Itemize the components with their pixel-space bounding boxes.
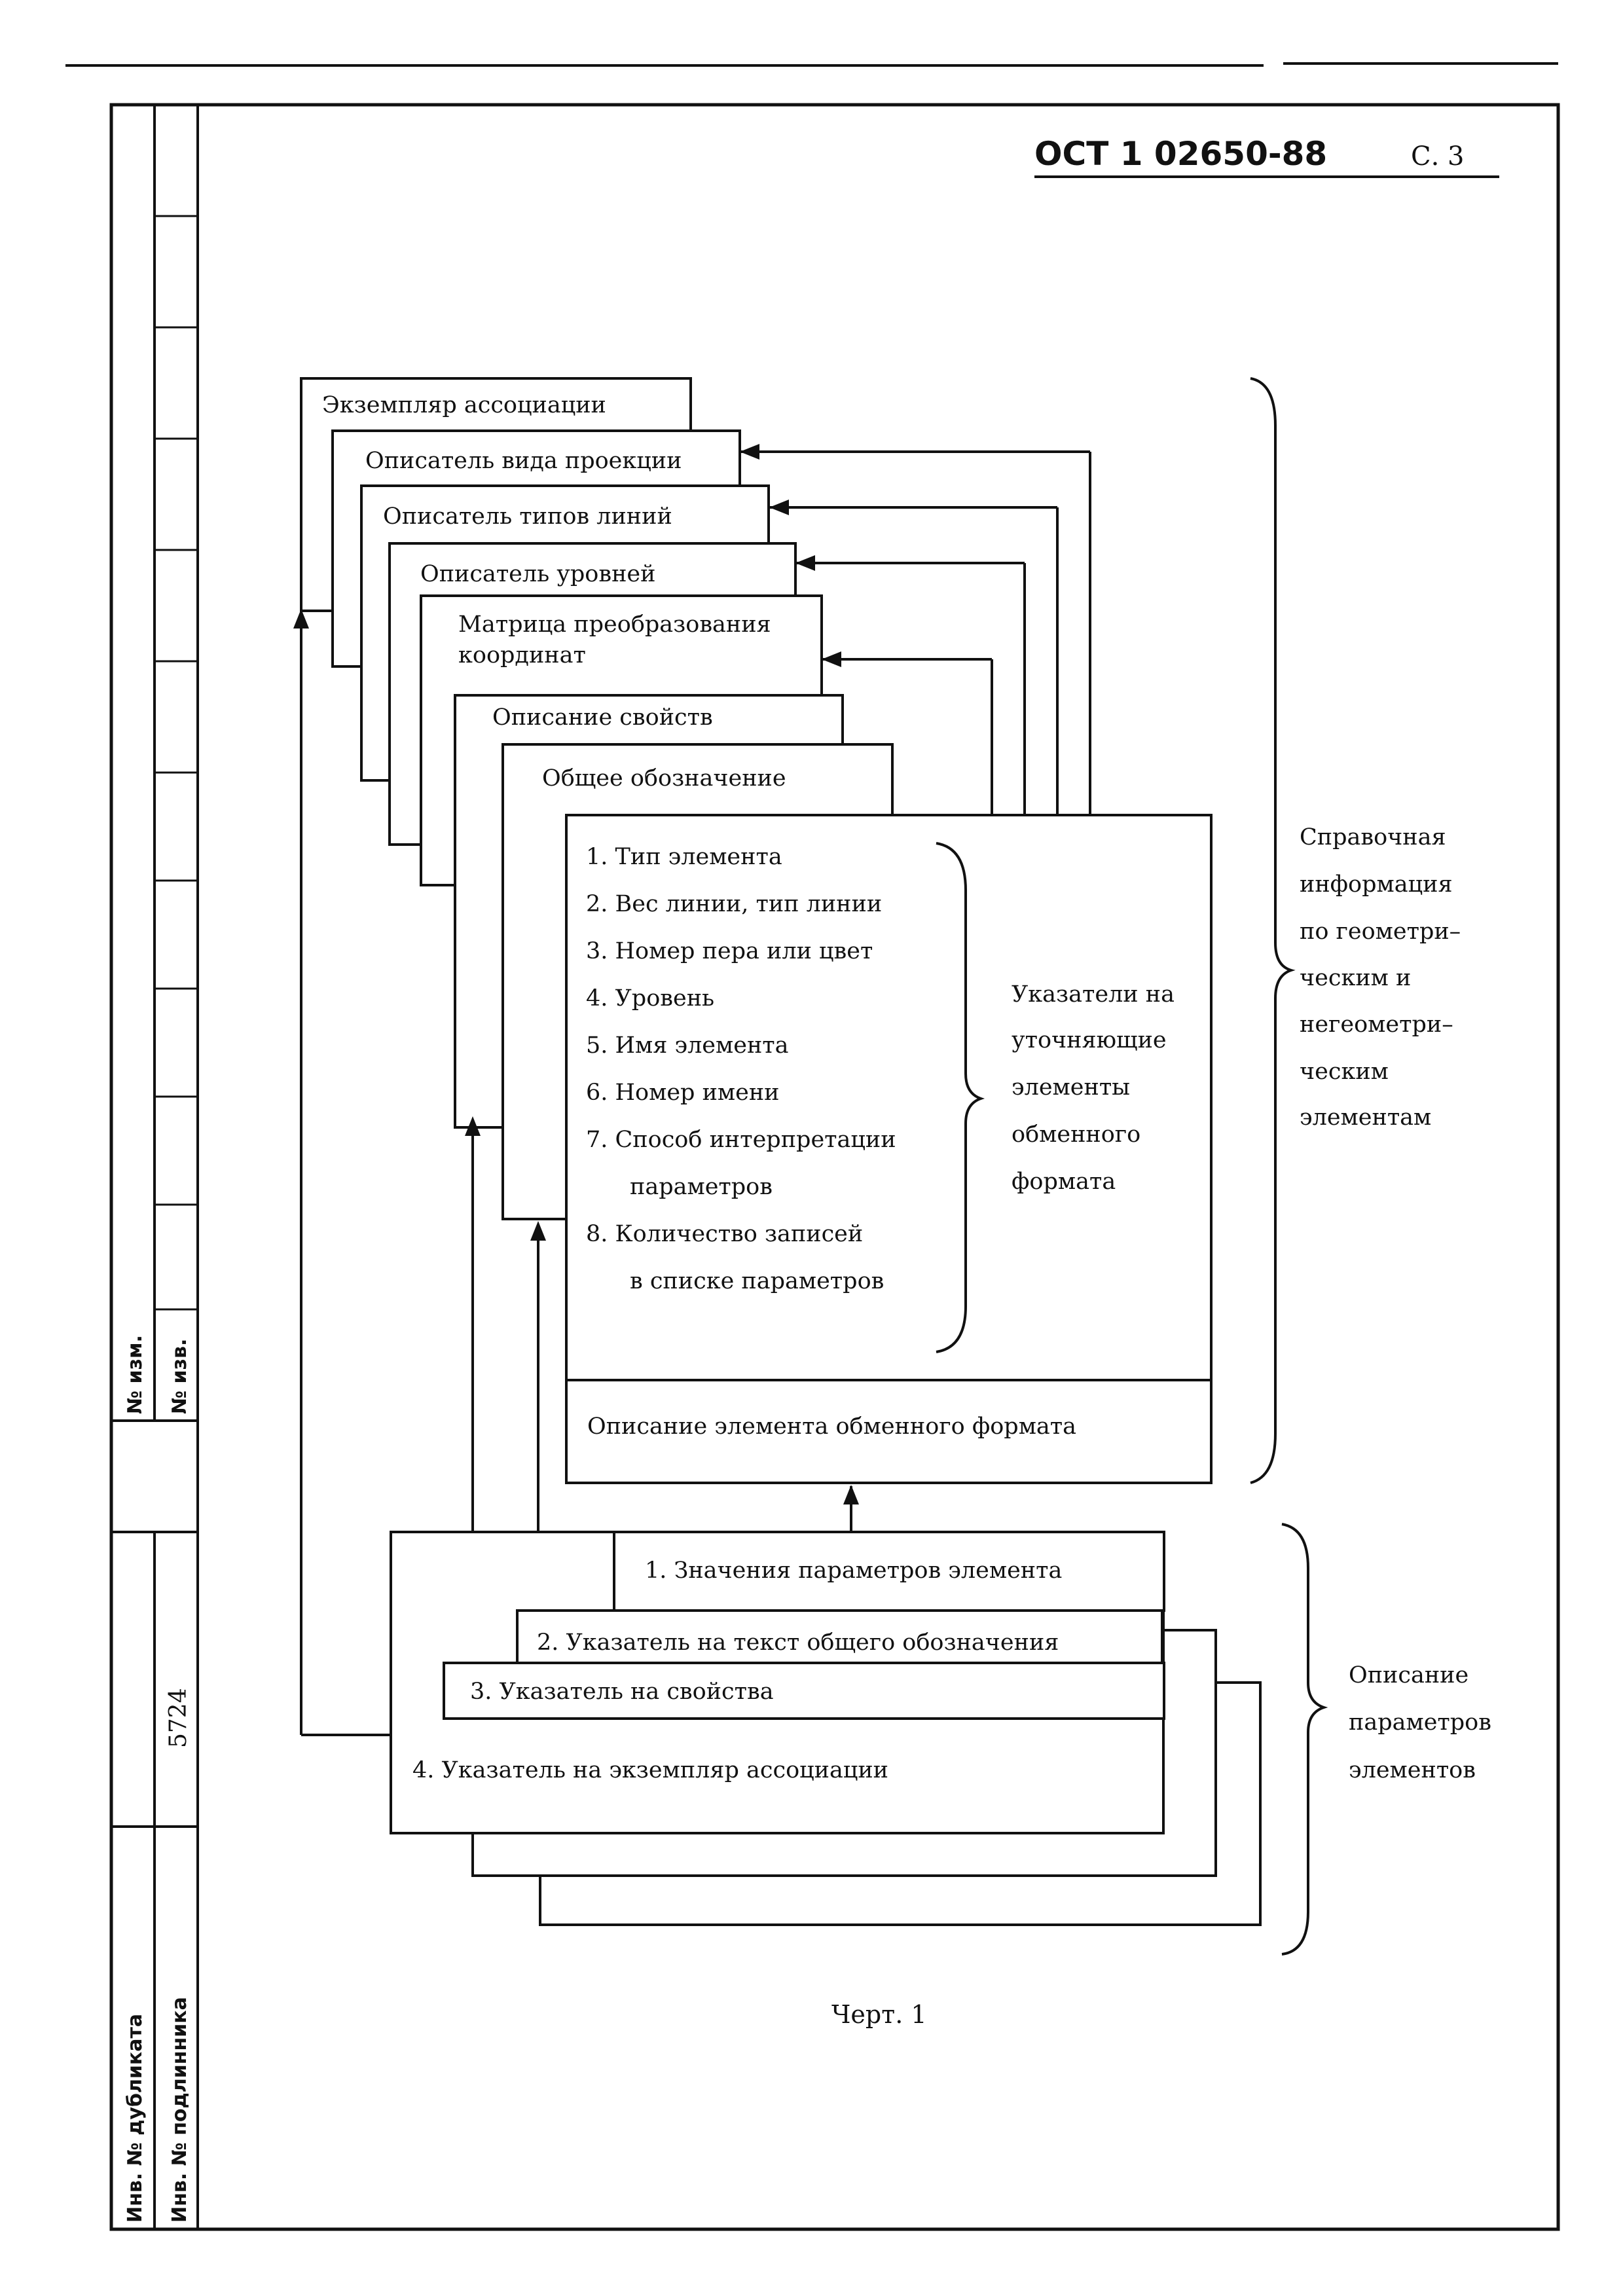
svg-text:ческим и: ческим и (1300, 965, 1411, 991)
main-item: 3. Номер пера или цвет (586, 938, 873, 964)
main-element-box: 1. Тип элемента 2. Вес линии, тип линии … (565, 814, 1213, 1484)
svg-text:негеометри–: негеометри– (1300, 1011, 1453, 1038)
ref-info-brace (1250, 377, 1296, 1484)
stack-label-common-designation: Общее обозначение (542, 765, 786, 792)
stack-label-association: Экземпляр ассоциации (322, 392, 606, 418)
svg-text:ческим: ческим (1300, 1059, 1389, 1085)
pointers-brace (936, 842, 985, 1353)
pointers-label: Указатели на (1012, 981, 1175, 1008)
dup-inv-label: Инв. № дубликата (124, 2014, 147, 2223)
pointers-label: формата (1012, 1169, 1116, 1195)
main-item: 2. Вес линии, тип линии (586, 891, 882, 917)
pointers-label: элементы (1012, 1074, 1130, 1101)
stack-label-matrix: Матрица преобразования (458, 611, 771, 638)
param-label: 4. Указатель на экземпляр ассоциации (412, 1757, 888, 1783)
svg-text:Справочная: Справочная (1300, 824, 1446, 850)
param-box-2 (516, 1609, 1163, 1664)
orig-inv-label: Инв. № подлинника (168, 1997, 191, 2223)
stack-label-view: Описатель вида проекции (365, 448, 682, 474)
main-footer: Описание элемента обменного формата (587, 1413, 1076, 1440)
sheet-frame (109, 103, 1560, 2231)
change-no-label: № изм. (124, 1335, 147, 1414)
sheet-no-label: № изв. (168, 1339, 191, 1414)
main-item: в списке параметров (630, 1268, 884, 1294)
param-desc-brace (1281, 1523, 1328, 1956)
pointers-label: уточняющие (1012, 1027, 1167, 1053)
main-item: 1. Тип элемента (586, 844, 782, 870)
svg-text:по геометри–: по геометри– (1300, 919, 1461, 945)
main-item: 6. Номер имени (586, 1080, 780, 1106)
param-desc-label: Описание параметров элементов (1349, 1662, 1491, 1783)
param-label: 2. Указатель на текст общего обозначения (537, 1630, 1059, 1656)
stack-label-linetype: Описатель типов линий (383, 503, 672, 530)
param-box-3 (443, 1662, 1165, 1720)
inv-number: 5724 (165, 1688, 192, 1748)
svg-text:параметров: параметров (1349, 1709, 1491, 1736)
parameter-stack: 1. Значения параметров элемента 2. Указа… (390, 1531, 1262, 1926)
side-stamp: № изм. № изв. Инв. № дубликата Инв. № по… (110, 105, 199, 2231)
figure-caption: Черт. 1 (831, 2000, 927, 2029)
page-number: С. 3 (1411, 141, 1464, 172)
stack-label-levels: Описатель уровней (420, 561, 655, 587)
svg-text:элементам: элементам (1300, 1104, 1431, 1131)
main-item: 8. Количество записей (586, 1221, 863, 1247)
ref-info-label: Справочная информация по геометри– чески… (1300, 824, 1461, 1131)
param-label: 3. Указатель на свойства (470, 1679, 774, 1705)
main-item: 4. Уровень (586, 985, 714, 1011)
param-label: 1. Значения параметров элемента (645, 1558, 1062, 1584)
svg-text:Описание: Описание (1349, 1662, 1468, 1688)
main-item: 7. Способ интерпретации (586, 1127, 896, 1153)
svg-text:информация: информация (1300, 871, 1453, 898)
stack-label-matrix-2: координат (458, 642, 586, 668)
doc-code: ОСТ 1 02650-88 (1034, 135, 1327, 173)
main-item: 5. Имя элемента (586, 1032, 789, 1059)
arrowheads (293, 444, 859, 1504)
stack-label-properties: Описание свойств (492, 704, 713, 731)
main-item: параметров (630, 1174, 773, 1200)
param-box-1 (613, 1531, 1165, 1612)
pointers-label: обменного (1012, 1121, 1140, 1148)
svg-text:элементов: элементов (1349, 1757, 1476, 1783)
